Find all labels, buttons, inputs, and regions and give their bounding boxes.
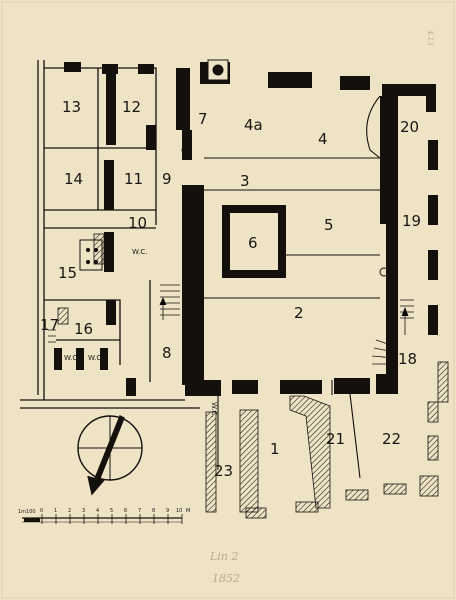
room-label-1: 1 xyxy=(270,440,280,458)
room-label-19: 19 xyxy=(402,212,421,230)
room-label-6: 6 xyxy=(248,234,258,252)
scale-tick-labels: 0 1 2 3 4 5 6 7 8 9 10 M xyxy=(40,508,190,514)
wc-label: W.C. xyxy=(64,354,79,362)
scale-tick-4: 4 xyxy=(96,508,99,514)
room-label-14: 14 xyxy=(64,170,83,188)
pencil-note: 1852 xyxy=(212,572,240,585)
room-label-8: 8 xyxy=(162,344,172,362)
stairs xyxy=(48,249,414,365)
room-label-4a: 4a xyxy=(244,116,263,134)
room-label-22: 22 xyxy=(382,430,401,448)
room-label-18: 18 xyxy=(398,350,417,368)
pencil-note: Lin 2 xyxy=(209,550,238,563)
fixtures xyxy=(79,59,389,277)
scale-unit-label: 1m100 xyxy=(18,509,36,515)
scale-tick-6: 6 xyxy=(124,508,127,514)
scale-tick-2: 2 xyxy=(68,508,71,514)
room-label-17: 17 xyxy=(40,316,59,334)
scale-tick-5: 5 xyxy=(110,508,113,514)
wc-label: W.C. xyxy=(88,354,103,362)
scale-bar xyxy=(22,514,183,524)
room-label-2: 2 xyxy=(294,304,304,322)
room-label-23: 23 xyxy=(214,462,233,480)
scale-tick-9: 9 xyxy=(166,508,169,514)
room-label-7: 7 xyxy=(198,110,208,128)
corner-mark: 4.13 xyxy=(426,29,434,46)
wc-label: W.C. xyxy=(132,248,147,256)
scale-tick-3: 3 xyxy=(82,508,85,514)
north-arrow-icon xyxy=(77,415,143,496)
room-label-4: 4 xyxy=(318,130,328,148)
scale-tick-1: 1 xyxy=(54,508,57,514)
room-label-20: 20 xyxy=(400,118,419,136)
room-label-11: 11 xyxy=(124,170,143,188)
room-label-9: 9 xyxy=(162,170,172,188)
scale-tick-m: M xyxy=(186,508,190,514)
room-label-13: 13 xyxy=(62,98,81,116)
scale-tick-0: 0 xyxy=(40,508,43,514)
hatched-walls xyxy=(57,233,449,519)
left-wing-walls xyxy=(20,60,200,409)
room-label-16: 16 xyxy=(74,320,93,338)
scale-tick-10: 10 xyxy=(176,508,182,514)
column-base-icon xyxy=(181,145,191,155)
scale-tick-7: 7 xyxy=(138,508,141,514)
interior-lines xyxy=(204,95,381,479)
room-label-10: 10 xyxy=(128,214,147,232)
wc-label: W.C. xyxy=(210,402,218,417)
room-label-3: 3 xyxy=(240,172,250,190)
room-label-15: 15 xyxy=(58,264,77,282)
column-base-icon xyxy=(379,267,389,277)
room-label-12: 12 xyxy=(122,98,141,116)
room-label-21: 21 xyxy=(326,430,345,448)
room-label-5: 5 xyxy=(324,216,334,234)
scale-tick-8: 8 xyxy=(152,508,155,514)
solid-walls xyxy=(54,62,438,396)
